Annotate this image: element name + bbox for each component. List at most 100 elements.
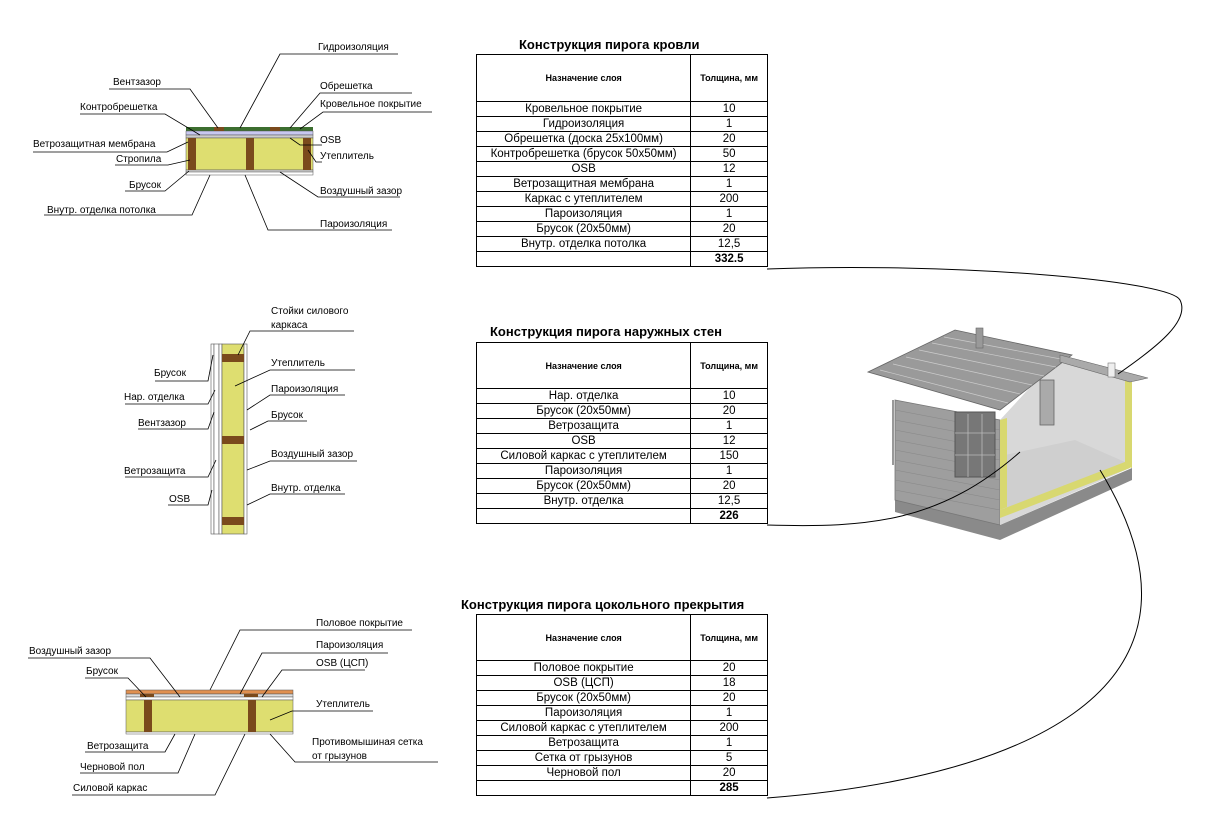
total-row: 226 xyxy=(475,508,768,524)
layer-name-cell: Гидроизоляция xyxy=(475,116,692,132)
roof-label-hydro: Гидроизоляция xyxy=(318,42,389,53)
wall-col-layer: Назначение слоя xyxy=(475,342,692,389)
layer-thickness-cell: 1 xyxy=(690,418,768,434)
layer-thickness-cell: 20 xyxy=(690,221,768,237)
roof-label-osb: OSB xyxy=(320,135,342,146)
layer-thickness-cell: 20 xyxy=(690,765,768,781)
table-row: Брусок (20х50мм)20 xyxy=(475,221,768,237)
floor-label-subfloor: Черновой пол xyxy=(80,762,145,773)
table-row: OSB (ЦСП)18 xyxy=(475,675,768,691)
roof-layers-table: Назначение слоя Толщина, мм Кровельное п… xyxy=(475,54,768,267)
floor-section-drawing xyxy=(125,689,294,735)
layer-thickness-cell: 12 xyxy=(690,433,768,449)
layer-thickness-cell: 200 xyxy=(690,720,768,736)
layer-thickness-cell: 12 xyxy=(690,161,768,177)
roof-label-membrane: Ветрозащитная мембрана xyxy=(33,139,156,150)
wall-label-osb: OSB xyxy=(169,494,191,505)
layer-name-cell: Брусок (20х50мм) xyxy=(475,478,692,494)
layer-thickness-cell: 18 xyxy=(690,675,768,691)
wall-layers-table: Назначение слоя Толщина, мм Нар. отделка… xyxy=(475,342,768,524)
roof-label-vapor: Пароизоляция xyxy=(320,219,388,230)
total-row: 332.5 xyxy=(475,251,768,267)
roof-section-drawing xyxy=(185,127,314,176)
layer-name-cell: Каркас с утеплителем xyxy=(475,191,692,207)
wall-label-air-gap: Воздушный зазор xyxy=(271,449,354,460)
layer-name-cell: Пароизоляция xyxy=(475,705,692,721)
layer-thickness-cell: 150 xyxy=(690,448,768,464)
floor-layers-table: Назначение слоя Толщина, мм Половое покр… xyxy=(475,614,768,796)
layer-name-cell: Брусок (20х50мм) xyxy=(475,690,692,706)
layer-thickness-cell: 1 xyxy=(690,206,768,222)
wall-label-studs: Стойки силового xyxy=(271,306,349,317)
layer-thickness-cell: 5 xyxy=(690,750,768,766)
layer-name-cell: Сетка от грызунов xyxy=(475,750,692,766)
layer-name-cell: OSB (ЦСП) xyxy=(475,675,692,691)
total-label-cell xyxy=(475,251,692,267)
floor-table-title: Конструкция пирога цокольного прекрытия xyxy=(461,597,745,612)
layer-name-cell: Ветрозащитная мембрана xyxy=(475,176,692,192)
layer-thickness-cell: 10 xyxy=(690,101,768,117)
layer-thickness-cell: 1 xyxy=(690,176,768,192)
layer-name-cell: Внутр. отделка xyxy=(475,493,692,509)
layer-thickness-cell: 200 xyxy=(690,191,768,207)
roof-label-stropila: Стропила xyxy=(116,154,162,165)
layer-thickness-cell: 20 xyxy=(690,660,768,676)
layer-thickness-cell: 1 xyxy=(690,116,768,132)
wall-table-title: Конструкция пирога наружных стен xyxy=(490,324,722,339)
layer-thickness-cell: 50 xyxy=(690,146,768,162)
floor-label-mesh: Противомышиная сетка xyxy=(312,737,423,748)
layer-name-cell: Нар. отделка xyxy=(475,388,692,404)
table-row: Брусок (20х50мм)20 xyxy=(475,478,768,494)
layer-name-cell: OSB xyxy=(475,161,692,177)
layer-name-cell: Кровельное покрытие xyxy=(475,101,692,117)
layer-name-cell: Половое покрытие xyxy=(475,660,692,676)
floor-label-floor-cover: Половое покрытие xyxy=(316,618,403,629)
wall-label-outer-finish: Нар. отделка xyxy=(124,392,185,403)
layer-name-cell: Силовой каркас с утеплителем xyxy=(475,448,692,464)
roof-label-air-gap: Воздушный зазор xyxy=(320,186,403,197)
floor-label-air-gap: Воздушный зазор xyxy=(29,646,112,657)
wall-label-brusok: Брусок xyxy=(154,368,186,379)
roof-label-brusok: Брусок xyxy=(129,180,161,191)
table-row: Обрешетка (доска 25х100мм)20 xyxy=(475,131,768,147)
layer-name-cell: Пароизоляция xyxy=(475,463,692,479)
total-thickness-cell: 226 xyxy=(690,508,768,524)
total-label-cell xyxy=(475,508,692,524)
wall-label-insulation: Утеплитель xyxy=(271,358,325,369)
layer-thickness-cell: 1 xyxy=(690,463,768,479)
floor-label-insulation: Утеплитель xyxy=(316,699,370,710)
layer-thickness-cell: 1 xyxy=(690,735,768,751)
wall-label-vapor: Пароизоляция xyxy=(271,384,339,395)
wall-label-studs-2: каркаса xyxy=(271,320,308,331)
floor-label-frame: Силовой каркас xyxy=(73,783,148,794)
roof-label-kontrobreshetka: Контробрешетка xyxy=(80,102,158,113)
layer-name-cell: Контробрешетка (брусок 50х50мм) xyxy=(475,146,692,162)
floor-label-windproof: Ветрозащита xyxy=(87,741,149,752)
table-row: Брусок (20х50мм)20 xyxy=(475,403,768,419)
layer-thickness-cell: 12,5 xyxy=(690,493,768,509)
total-row: 285 xyxy=(475,780,768,796)
total-label-cell xyxy=(475,780,692,796)
layer-name-cell: Силовой каркас с утеплителем xyxy=(475,720,692,736)
total-thickness-cell: 332.5 xyxy=(690,251,768,267)
roof-label-ventzazor: Вентзазор xyxy=(113,77,161,88)
roof-leader-lines xyxy=(33,53,432,231)
wall-leader-lines xyxy=(125,330,357,506)
layer-name-cell: Ветрозащита xyxy=(475,418,692,434)
wall-label-windproof: Ветрозащита xyxy=(124,466,186,477)
roof-label-obreshetka: Обрешетка xyxy=(320,81,373,92)
roof-col-thickness: Толщина, мм xyxy=(690,54,768,102)
